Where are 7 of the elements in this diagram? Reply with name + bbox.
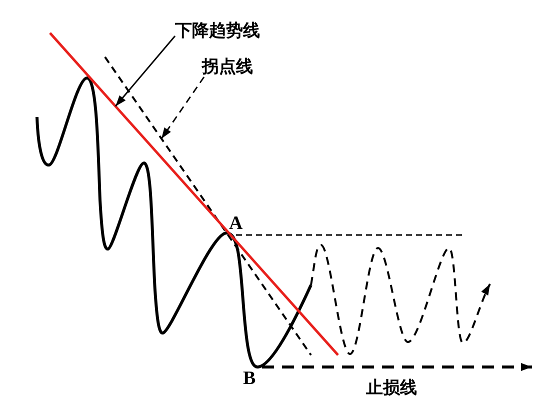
annotation-label: 下降趋势线: [175, 21, 260, 41]
leader-arrow: [160, 76, 205, 140]
leader-arrow: [114, 36, 176, 107]
annotation-label: 拐点线: [202, 57, 253, 77]
point-label: B: [243, 369, 256, 388]
line-label: 止损线: [366, 378, 417, 398]
point-label: A: [229, 214, 243, 233]
